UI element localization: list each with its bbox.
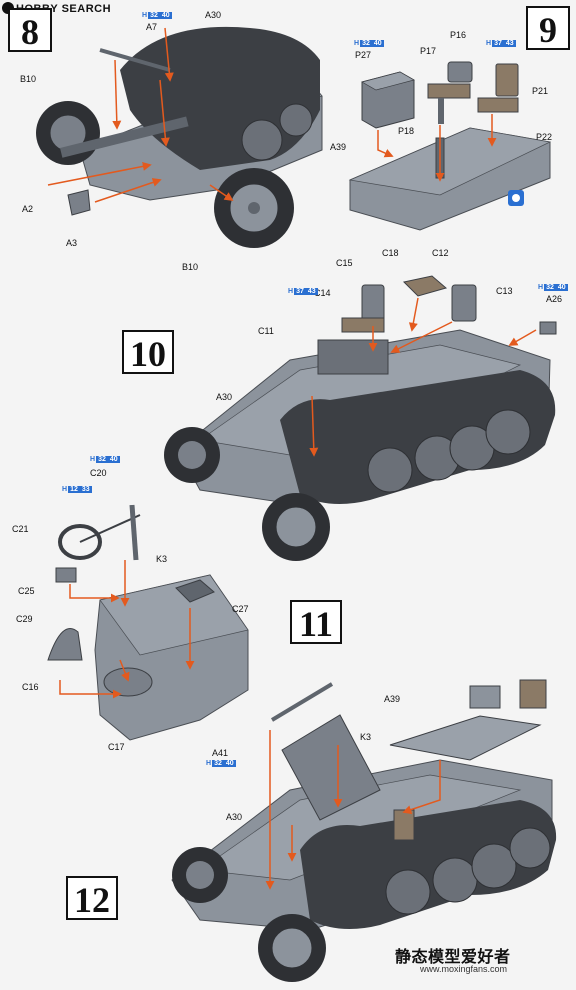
part-label: C15 bbox=[336, 258, 353, 268]
part-label: A26 bbox=[546, 294, 563, 304]
part-label: C25 bbox=[18, 586, 35, 596]
part-label: K3 bbox=[360, 732, 372, 742]
step10-assembly bbox=[164, 275, 557, 561]
step8-assembly bbox=[36, 26, 323, 248]
part-label: C11 bbox=[258, 326, 274, 336]
part-label: A41 bbox=[212, 748, 229, 758]
part-label: C14 bbox=[314, 288, 331, 298]
part-label: C12 bbox=[432, 248, 449, 258]
part-label: A39 bbox=[330, 142, 347, 152]
part-label: B10 bbox=[20, 74, 37, 84]
part-label: B10 bbox=[182, 262, 199, 272]
part-label: P18 bbox=[398, 126, 415, 136]
part-label: C20 bbox=[90, 468, 107, 478]
part-label: A30 bbox=[226, 812, 243, 822]
part-label: A7 bbox=[146, 22, 158, 32]
part-label: A30 bbox=[205, 10, 222, 20]
part-label: A3 bbox=[66, 238, 78, 248]
part-label: A30 bbox=[216, 392, 233, 402]
part-label: P17 bbox=[420, 46, 437, 56]
step-number-9: 9 bbox=[526, 6, 570, 50]
part-label: C17 bbox=[108, 742, 125, 752]
step-number-8: 8 bbox=[8, 8, 52, 52]
step12-assembly bbox=[171, 679, 557, 982]
site-watermark-url: www.moxingfans.com bbox=[420, 964, 508, 974]
part-label: C18 bbox=[382, 248, 399, 258]
part-label: P16 bbox=[450, 30, 467, 40]
part-label: C27 bbox=[232, 604, 249, 614]
step11-assembly bbox=[47, 504, 249, 741]
part-label: C16 bbox=[22, 682, 39, 692]
site-watermark-cn: 静态模型爱好者 bbox=[395, 949, 511, 966]
step-number-11: 11 bbox=[290, 600, 342, 644]
part-label: A39 bbox=[384, 694, 401, 704]
part-label: P21 bbox=[532, 86, 549, 96]
part-label: P22 bbox=[536, 132, 553, 142]
step-number-12: 12 bbox=[66, 876, 118, 920]
part-label: C21 bbox=[12, 524, 29, 534]
part-label: K3 bbox=[156, 554, 168, 564]
part-label: C29 bbox=[16, 614, 33, 624]
part-label: A2 bbox=[22, 204, 34, 214]
step-number-10: 10 bbox=[122, 330, 174, 374]
step9-assembly bbox=[348, 61, 552, 231]
part-label: P27 bbox=[355, 50, 372, 60]
part-label: C13 bbox=[496, 286, 513, 296]
